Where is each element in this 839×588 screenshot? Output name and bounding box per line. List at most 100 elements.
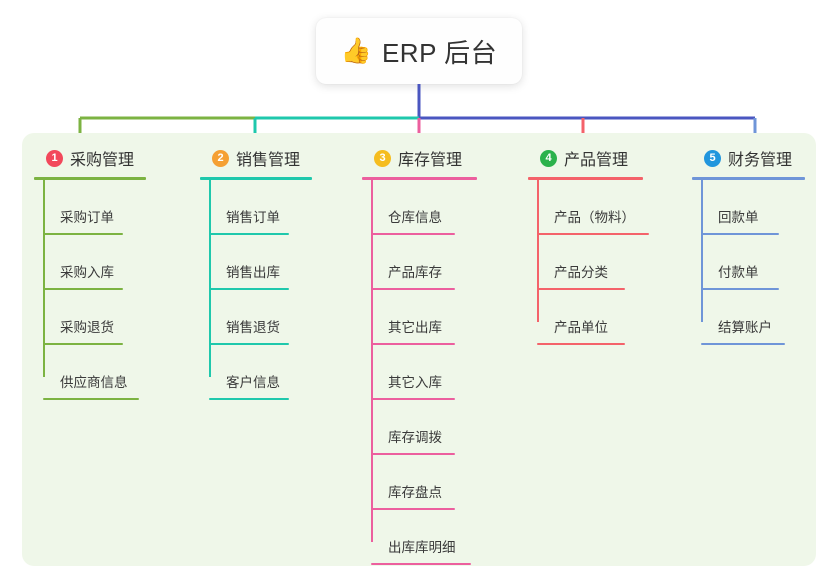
branch-header-1[interactable]: 1 采购管理 (34, 146, 146, 170)
branch-item[interactable]: 销售订单 (200, 180, 312, 235)
root-node-title: ERP 后台 (381, 37, 498, 68)
branch-item-label: 销售出库 (226, 265, 280, 280)
branch-item-underline (371, 343, 455, 345)
branch-item[interactable]: 采购退货 (34, 290, 146, 345)
branch-item[interactable]: 出库库明细 (362, 510, 477, 565)
branch-item[interactable]: 客户信息 (200, 345, 312, 400)
branch-index-badge: 4 (540, 149, 557, 167)
branch-underline (528, 177, 643, 180)
branch-item[interactable]: 产品分类 (528, 235, 643, 290)
branch-column-2[interactable]: 2 销售管理销售订单销售出库销售退货客户信息 (200, 146, 312, 400)
branch-index-badge: 3 (374, 149, 391, 167)
branch-column-1[interactable]: 1 采购管理采购订单采购入库采购退货供应商信息 (34, 146, 146, 400)
branch-title: 财务管理 (728, 152, 793, 169)
branch-index-badge: 1 (46, 149, 63, 167)
branch-item-label: 库存盘点 (388, 485, 442, 500)
branch-item-label: 采购入库 (60, 265, 114, 280)
branch-item-underline (701, 343, 785, 345)
branch-item-underline (209, 288, 289, 290)
branch-item-underline (537, 288, 625, 290)
branch-header-2[interactable]: 2 销售管理 (200, 146, 312, 170)
branch-item-label: 付款单 (718, 265, 759, 280)
branch-item-underline (371, 233, 455, 235)
branch-item-underline (371, 288, 455, 290)
branch-item-label: 采购订单 (60, 210, 114, 225)
branch-title: 产品管理 (564, 152, 629, 169)
branch-item-label: 其它入库 (388, 375, 442, 390)
branch-item[interactable]: 其它出库 (362, 290, 477, 345)
branch-item-label: 库存调拨 (388, 430, 442, 445)
branch-item-underline (209, 233, 289, 235)
branch-item[interactable]: 产品库存 (362, 235, 477, 290)
branch-column-5[interactable]: 5 财务管理回款单付款单结算账户 (692, 146, 805, 345)
thumbs-up-icon: 👍 (340, 36, 372, 65)
branch-item-underline (701, 233, 779, 235)
branch-item-label: 采购退货 (60, 320, 114, 335)
branch-item[interactable]: 产品（物料） (528, 180, 649, 235)
branch-item-label: 销售退货 (226, 320, 280, 335)
branch-item[interactable]: 回款单 (692, 180, 805, 235)
branch-item-label: 结算账户 (718, 320, 772, 335)
branch-item-label: 仓库信息 (388, 210, 442, 225)
branch-item-label: 客户信息 (226, 375, 280, 390)
branch-item-label: 销售订单 (226, 210, 280, 225)
branch-spine (537, 180, 539, 322)
branch-underline (200, 177, 312, 180)
branch-item-underline (209, 343, 289, 345)
branch-item[interactable]: 其它入库 (362, 345, 477, 400)
branch-item-underline (537, 343, 625, 345)
branch-item-underline (537, 233, 649, 235)
root-node-erp-backend[interactable]: 👍 ERP 后台 (316, 18, 522, 84)
branch-item-label: 产品单位 (554, 320, 608, 335)
branch-underline (34, 177, 146, 180)
branch-spine (701, 180, 703, 322)
branch-item-label: 产品（物料） (554, 210, 635, 225)
branch-item-label: 回款单 (718, 210, 759, 225)
branch-item[interactable]: 产品单位 (528, 290, 643, 345)
branch-item-underline (43, 398, 139, 400)
branches-panel (22, 133, 816, 566)
branch-title: 采购管理 (70, 152, 135, 169)
branch-underline (362, 177, 477, 180)
branch-spine (209, 180, 211, 377)
branch-item[interactable]: 仓库信息 (362, 180, 477, 235)
branch-items: 回款单付款单结算账户 (692, 180, 805, 345)
branch-item[interactable]: 供应商信息 (34, 345, 146, 400)
branch-item-underline (371, 453, 455, 455)
branch-item[interactable]: 付款单 (692, 235, 805, 290)
branch-column-3[interactable]: 3 库存管理仓库信息产品库存其它出库其它入库库存调拨库存盘点出库库明细 (362, 146, 477, 565)
branch-items: 采购订单采购入库采购退货供应商信息 (34, 180, 146, 400)
branch-column-4[interactable]: 4 产品管理产品（物料） 产品分类产品单位 (528, 146, 649, 345)
branch-index-badge: 5 (704, 149, 721, 167)
branch-item[interactable]: 结算账户 (692, 290, 805, 345)
branch-spine (371, 180, 373, 542)
branch-item[interactable]: 采购入库 (34, 235, 146, 290)
branch-item[interactable]: 库存盘点 (362, 455, 477, 510)
branch-item[interactable]: 销售出库 (200, 235, 312, 290)
branch-item-underline (209, 398, 289, 400)
branch-index-badge: 2 (212, 149, 229, 167)
branch-item-label: 产品分类 (554, 265, 608, 280)
branch-item-underline (371, 508, 455, 510)
branch-item-underline (371, 563, 471, 565)
branch-title: 销售管理 (236, 152, 301, 169)
branch-item-label: 其它出库 (388, 320, 442, 335)
branch-underline (692, 177, 805, 180)
branch-title: 库存管理 (398, 152, 463, 169)
branch-items: 产品（物料） 产品分类产品单位 (528, 180, 649, 345)
branch-item[interactable]: 销售退货 (200, 290, 312, 345)
branch-header-3[interactable]: 3 库存管理 (362, 146, 477, 170)
branch-item-underline (371, 398, 455, 400)
branch-header-4[interactable]: 4 产品管理 (528, 146, 643, 170)
branch-item-underline (43, 233, 123, 235)
branch-spine (43, 180, 45, 377)
branch-item[interactable]: 采购订单 (34, 180, 146, 235)
branch-item[interactable]: 库存调拨 (362, 400, 477, 455)
branch-item-label: 供应商信息 (60, 375, 128, 390)
branch-item-label: 出库库明细 (388, 540, 456, 555)
branch-items: 仓库信息产品库存其它出库其它入库库存调拨库存盘点出库库明细 (362, 180, 477, 565)
branch-item-label: 产品库存 (388, 265, 442, 280)
branch-items: 销售订单销售出库销售退货客户信息 (200, 180, 312, 400)
branch-header-5[interactable]: 5 财务管理 (692, 146, 805, 170)
